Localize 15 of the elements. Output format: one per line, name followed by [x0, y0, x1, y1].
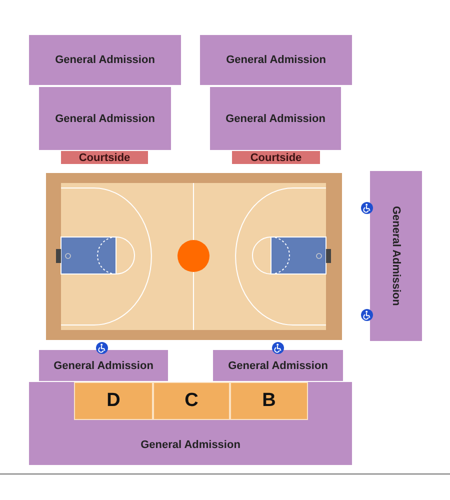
seating-section: General Admission: [39, 87, 171, 150]
section-label: General Admission: [390, 206, 402, 306]
courtside-section: Courtside: [232, 151, 320, 164]
seating-section: D: [74, 382, 153, 420]
courtside-section: Courtside: [61, 151, 148, 164]
seating-section: General Admission: [200, 35, 352, 85]
seating-section: General Admission: [210, 87, 341, 150]
seating-section: General Admission: [213, 350, 343, 381]
seating-section: General Admission: [39, 350, 168, 381]
seating-section: [29, 382, 352, 465]
seating-section: C: [153, 382, 230, 420]
seating-section: General Admission: [29, 35, 181, 85]
seating-section: [370, 171, 422, 341]
section-label: General Admission: [140, 439, 242, 451]
seating-section: B: [230, 382, 308, 420]
